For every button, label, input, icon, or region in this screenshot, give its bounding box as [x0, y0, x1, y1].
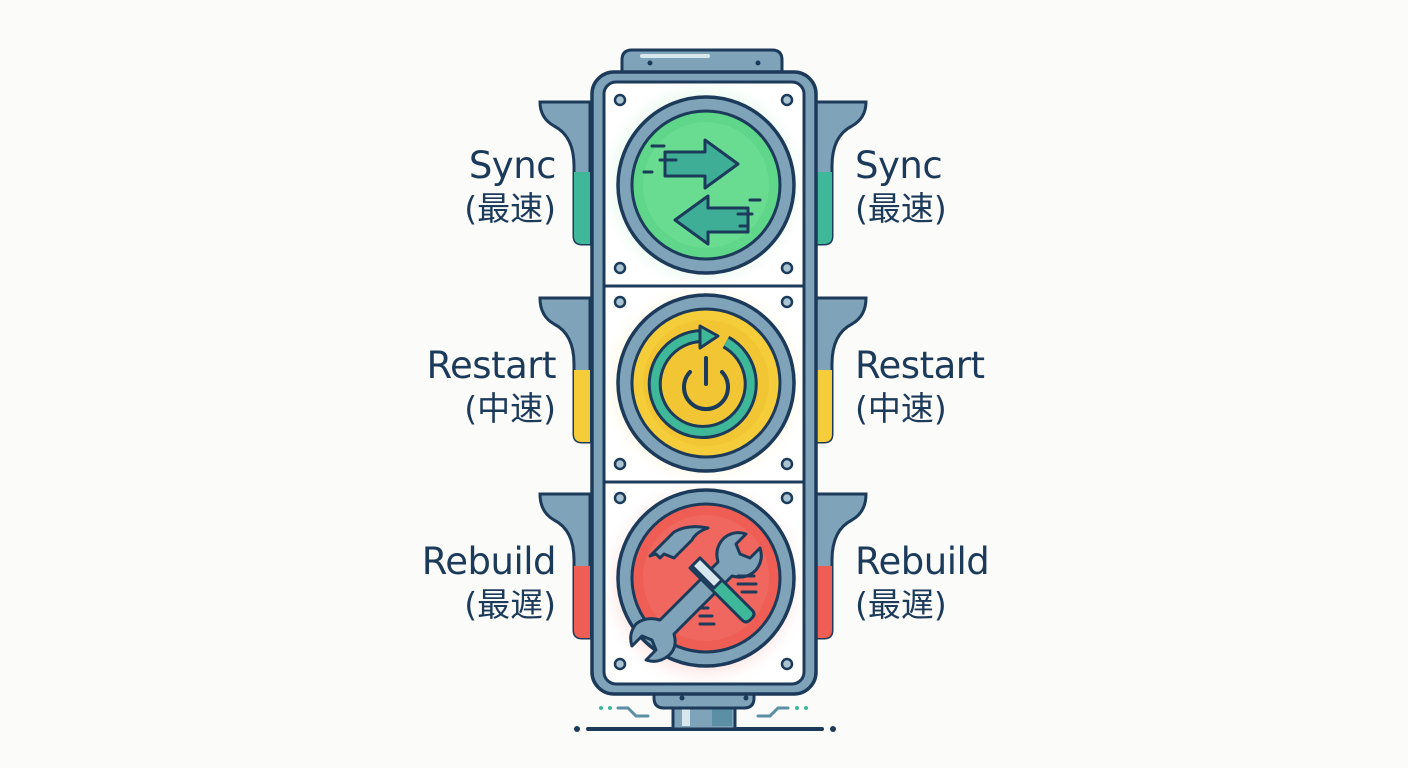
right-label-restart: Restart (中速) [855, 347, 985, 425]
top-cap [620, 48, 784, 76]
visor-green [538, 100, 868, 246]
sync-arrows-icon [642, 138, 762, 246]
label-restart-en: Restart [855, 344, 985, 387]
label-rebuild-jp: (最遅) [855, 585, 947, 624]
left-label-restart: Restart (中速) [427, 347, 557, 425]
pole [652, 688, 756, 731]
lamp-restart [606, 288, 802, 480]
left-label-rebuild: Rebuild (最遅) [421, 540, 557, 624]
label-restart-en: Restart [426, 344, 557, 387]
hammer-wrench-icon [629, 525, 763, 663]
label-sync-jp: (最速) [464, 189, 556, 228]
label-rebuild-en: Rebuild [855, 540, 990, 583]
right-label-sync: Sync (最速) [855, 147, 947, 225]
lamp-sync [606, 84, 802, 284]
label-sync-en: Sync [855, 144, 943, 187]
right-label-rebuild: Rebuild (最遅) [855, 540, 990, 624]
label-sync-jp: (最速) [855, 189, 947, 228]
restart-power-icon [647, 324, 758, 439]
label-rebuild-en: Rebuild [421, 540, 557, 583]
lamp-rebuild [606, 484, 802, 682]
label-restart-jp: (中速) [464, 389, 556, 428]
label-rebuild-jp: (最遅) [464, 585, 556, 624]
label-restart-jp: (中速) [855, 389, 947, 428]
visor-red [538, 492, 868, 640]
left-label-sync: Sync (最速) [464, 147, 556, 225]
visor-yellow [538, 296, 868, 444]
label-sync-en: Sync [468, 144, 557, 187]
